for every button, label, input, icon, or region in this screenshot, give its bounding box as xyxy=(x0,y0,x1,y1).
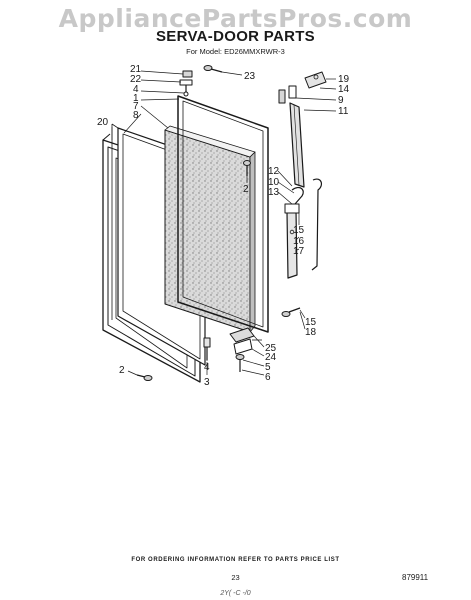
callout-5: 5 xyxy=(265,362,271,373)
callout-8: 8 xyxy=(133,110,139,121)
callout-4-top: 4 xyxy=(133,84,139,95)
page-number: 23 xyxy=(231,573,240,582)
callout-2-lower: 2 xyxy=(119,365,125,376)
callout-4-bottom: 4 xyxy=(204,362,210,373)
callout-24: 24 xyxy=(265,352,277,363)
callout-labels: 21 22 4 1 7 8 20 23 19 14 9 11 2 12 10 1… xyxy=(97,64,350,388)
callout-17: 17 xyxy=(293,246,305,257)
callout-13: 13 xyxy=(268,187,280,198)
callout-1: 1 xyxy=(133,93,139,104)
hinge-pin xyxy=(203,337,211,360)
handwritten-note: 2Y( -C -/0 xyxy=(220,590,251,597)
callout-11: 11 xyxy=(338,106,349,117)
callout-14: 14 xyxy=(338,84,350,95)
callout-15-upper: 15 xyxy=(293,225,305,236)
callout-19: 19 xyxy=(338,74,350,85)
side-screw xyxy=(243,160,251,176)
handle-strip xyxy=(311,178,323,271)
watermark: AppliancePartsPros.com xyxy=(58,4,413,33)
door-gasket xyxy=(177,95,269,333)
leader-lines xyxy=(111,70,337,376)
callout-23: 23 xyxy=(244,71,256,82)
handle-screw xyxy=(281,307,301,317)
callout-21: 21 xyxy=(130,64,142,75)
callout-10: 10 xyxy=(268,177,280,188)
door-handle xyxy=(284,186,304,279)
top-screw xyxy=(203,65,223,73)
handle-trim xyxy=(289,102,305,188)
figure-code: 879911 xyxy=(402,573,429,582)
top-hinge-assembly xyxy=(179,70,193,97)
bottom-screw xyxy=(136,374,153,381)
bottom-hinge-assembly xyxy=(229,327,262,372)
callout-18: 18 xyxy=(305,327,317,338)
callout-9: 9 xyxy=(338,95,344,106)
ordering-note: FOR ORDERING INFORMATION REFER TO PARTS … xyxy=(131,557,340,563)
callout-15-lower: 15 xyxy=(305,317,317,328)
insulation-panel xyxy=(164,125,256,333)
callout-12: 12 xyxy=(268,166,280,177)
page-title: SERVA-DOOR PARTS xyxy=(156,28,315,45)
callout-2-upper: 2 xyxy=(243,184,249,195)
callout-25: 25 xyxy=(265,343,277,354)
handle-cap-parts xyxy=(278,71,327,104)
callout-20: 20 xyxy=(97,117,109,128)
callout-6: 6 xyxy=(265,372,271,383)
model-number-line: For Model: ED26MMXRWR-3 xyxy=(186,47,285,56)
callout-16: 16 xyxy=(293,236,305,247)
callout-7: 7 xyxy=(133,101,139,112)
callout-22: 22 xyxy=(130,74,142,85)
callout-3: 3 xyxy=(204,377,210,388)
